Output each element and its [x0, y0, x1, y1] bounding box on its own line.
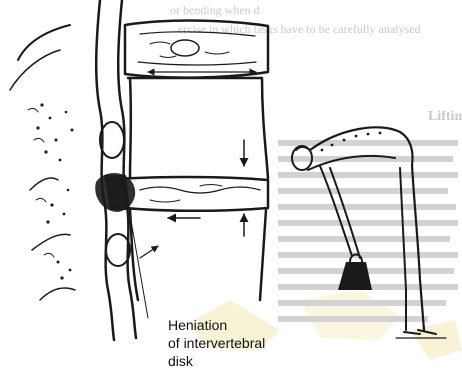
- spinal-cord: [10, 25, 75, 300]
- background-heading: Lifting: [428, 109, 462, 124]
- background-text: or bending when d ercise in which tasks …: [170, 3, 462, 322]
- background-text-top: or bending when d: [170, 3, 260, 17]
- background-text-second: ercise in which tasks have to be careful…: [178, 22, 421, 36]
- vertebral-body: [128, 78, 268, 178]
- compression-arrows: [140, 72, 256, 258]
- herniated-disc: [95, 173, 268, 212]
- label-line-1: Heniation: [168, 317, 227, 333]
- weight-block: [338, 262, 372, 290]
- label-line-3: disk: [168, 353, 194, 369]
- label-line-2: of intervertebral: [168, 335, 265, 351]
- lower-vertebra: [130, 210, 266, 300]
